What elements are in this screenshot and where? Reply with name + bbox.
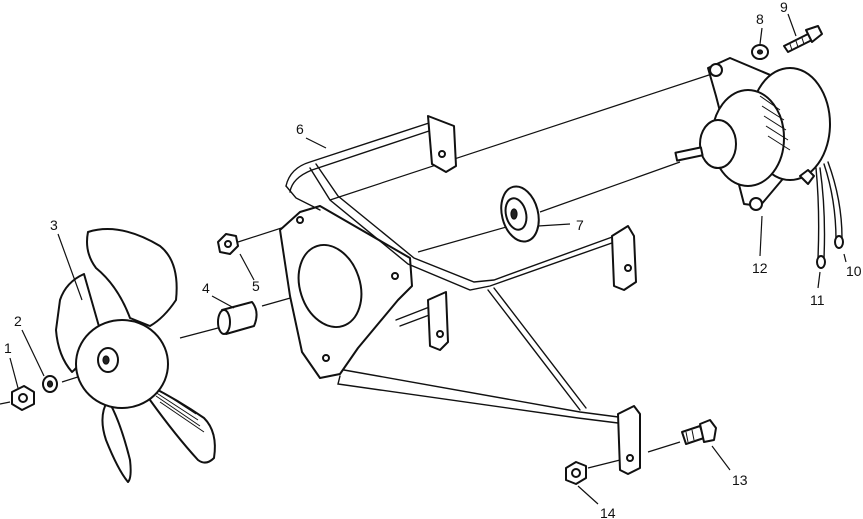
screw-9 (783, 25, 823, 53)
bracket-tab-middle (427, 291, 449, 351)
fan-motor (674, 57, 844, 269)
washer-2 (42, 375, 58, 393)
nut-5 (217, 233, 239, 255)
nut-1 (11, 385, 35, 411)
fan-blade-lower (101, 399, 132, 483)
callout-4: 4 (202, 280, 210, 296)
bracket-tab-bottom (617, 405, 641, 475)
bracket-tab-right (611, 225, 637, 291)
grommet-7 (500, 185, 540, 243)
callout-12: 12 (752, 260, 768, 276)
callout-5: 5 (252, 278, 260, 294)
motor-boss (699, 119, 737, 169)
callout-labels: 1 2 3 4 5 6 7 8 9 10 11 12 13 14 (4, 0, 862, 519)
fan-hub (75, 319, 169, 409)
nut-14 (565, 461, 587, 485)
fan-blade-upper (86, 228, 178, 327)
motor-wire-11 (815, 167, 820, 259)
callout-3: 3 (50, 217, 58, 233)
callout-6: 6 (296, 121, 304, 137)
callout-9: 9 (780, 0, 788, 15)
fan-blade-right (149, 385, 216, 464)
bolt-13 (681, 419, 717, 445)
assembly-axis-lines (0, 73, 713, 469)
callout-10: 10 (846, 263, 862, 279)
callout-1: 1 (4, 340, 12, 356)
motor-wire-10 (823, 163, 837, 241)
motor-shaft (674, 146, 704, 162)
callout-7: 7 (576, 217, 584, 233)
bracket-upper-rod (285, 121, 433, 187)
washer-8 (751, 44, 769, 60)
bracket-frame (279, 115, 641, 475)
fan-blade (55, 228, 216, 483)
callout-13: 13 (732, 472, 748, 488)
spacer-4 (217, 301, 258, 335)
callout-11: 11 (810, 292, 825, 308)
leader-lines (9, 13, 847, 505)
bracket-tab-top (427, 115, 457, 173)
callout-8: 8 (756, 11, 764, 27)
bracket-lower-rod (337, 375, 627, 425)
bracket-plate-hole (297, 243, 363, 329)
callout-14: 14 (600, 505, 616, 519)
callout-2: 2 (14, 313, 22, 329)
